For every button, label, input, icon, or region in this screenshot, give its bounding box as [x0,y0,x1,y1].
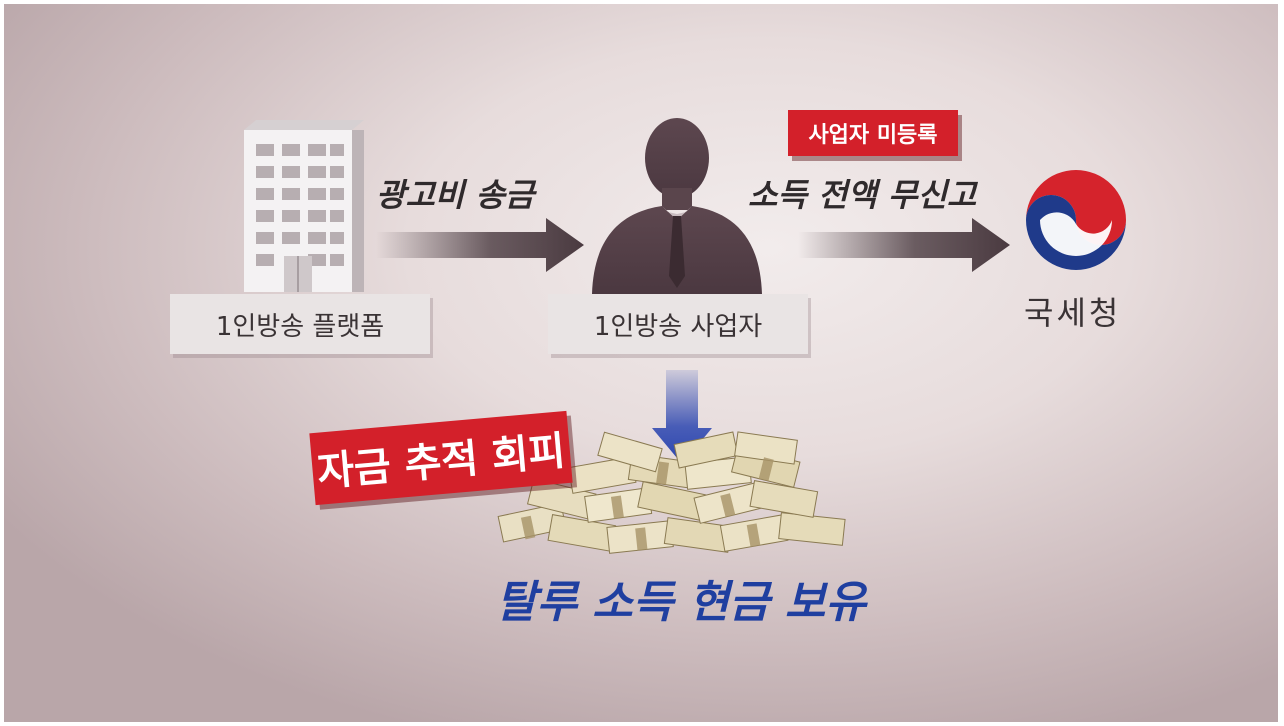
arrow-right-icon [376,218,584,272]
unregistered-tag: 사업자 미등록 [788,110,958,156]
unregistered-tag-label: 사업자 미등록 [808,123,938,148]
ad-payment-label: 광고비 송금 [376,176,535,214]
platform-node: 1인방송 플랫폼 [170,294,430,354]
platform-label: 1인방송 플랫폼 [215,311,385,342]
nts-label: 국세청 [1024,294,1122,332]
building-icon [244,120,364,292]
unreported-income-label: 소득 전액 무신고 [748,176,977,214]
person-silhouette-icon [592,118,762,294]
diagram-canvas: 1인방송 플랫폼 광고비 송금 1인방송 사업자 사업 [4,4,1278,722]
operator-node: 1인방송 사업자 [548,294,808,354]
result-label: 탈루 소득 현금 보유 [496,577,866,628]
arrow-right-icon [798,218,1010,272]
operator-label: 1인방송 사업자 [593,311,763,342]
cash-pile-icon [497,431,846,554]
nts-logo-icon [1026,170,1126,270]
avoid-tracking-tag-label: 자금 추적 회피 [315,428,568,496]
